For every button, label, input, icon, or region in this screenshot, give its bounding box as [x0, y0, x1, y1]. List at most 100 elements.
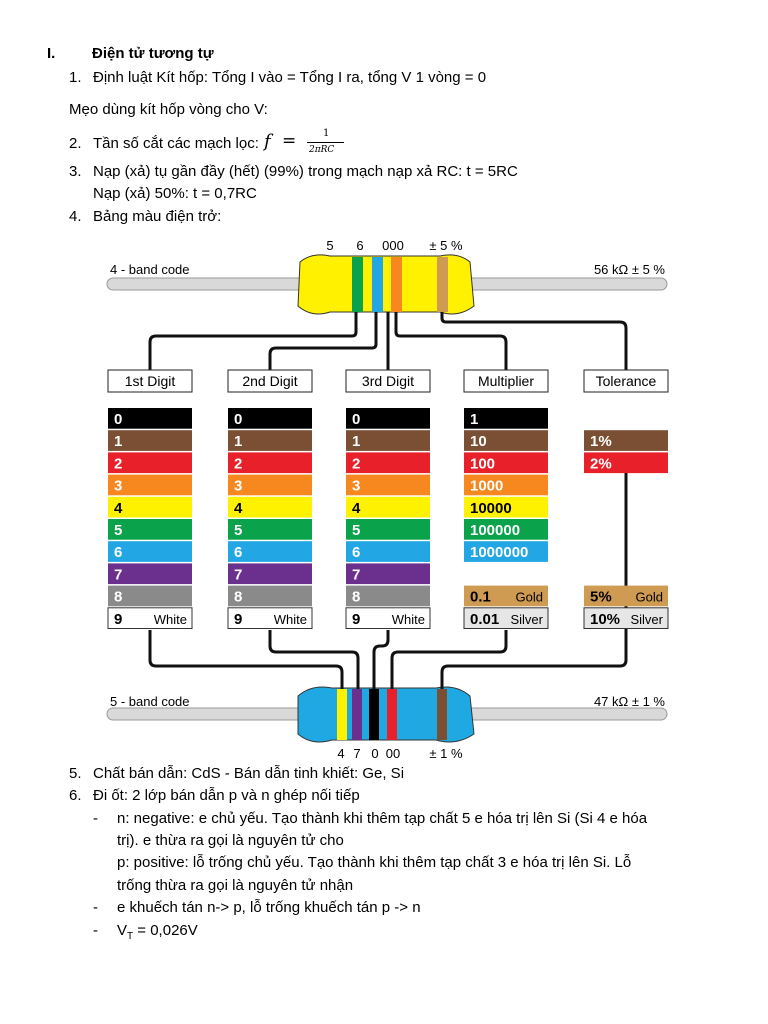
- tolerance-gold-label: 5%: [590, 589, 612, 606]
- digit-4-label: 4: [234, 500, 243, 517]
- formula-eq: =: [282, 131, 297, 151]
- bottom-band-2: [352, 689, 362, 740]
- item-text: Chất bán dẫn: CdS - Bán dẫn tinh khiết: …: [93, 765, 405, 782]
- bottom-band-4: [387, 689, 397, 740]
- tolerance-silver-name: Silver: [630, 612, 663, 627]
- digit-9-cell: [107, 607, 193, 629]
- item-text: Bảng màu điện trở:: [93, 208, 222, 225]
- item-text: Tần số cắt các mạch lọc:: [93, 135, 259, 152]
- digit-1-label: 1: [234, 433, 242, 450]
- multiplier-1-label: 1: [470, 411, 478, 428]
- digit-2-label: 2: [352, 455, 360, 472]
- top-band-3: [391, 257, 402, 312]
- tolerance-2-cell: [584, 452, 668, 474]
- connector-line-9: [390, 630, 508, 689]
- multiplier-gold-cell: [464, 585, 548, 607]
- digit-0-cell: [108, 408, 192, 429]
- bullet-text: trị). e thừa ra gọi là nguyên tử cho: [117, 832, 344, 849]
- digit-7-label: 7: [352, 566, 360, 583]
- tolerance-2-label: 2%: [590, 455, 612, 472]
- bottom-band-1: [337, 689, 347, 740]
- tolerance-1-cell: [584, 430, 668, 451]
- digit-0-label: 0: [114, 411, 122, 428]
- digit-1-label: 1: [114, 433, 122, 450]
- top-band-mark: 000: [382, 238, 404, 253]
- digit-0-label: 0: [352, 411, 360, 428]
- top-band-mark: 6: [356, 238, 363, 253]
- connector-line-6: [148, 630, 344, 689]
- digit-4-label: 4: [352, 500, 361, 517]
- top-resistance-value: 56 kΩ ± 5 %: [594, 262, 665, 277]
- section-title: Điện tử tương tự: [92, 45, 214, 62]
- bullet-dash: -: [93, 810, 98, 827]
- multiplier-1000000-cell: [464, 541, 548, 562]
- item-text: Định luật Kít hốp: Tổng I vào = Tổng I r…: [93, 69, 487, 86]
- digit-5-label: 5: [352, 522, 360, 539]
- digit-0-label: 0: [234, 411, 242, 428]
- multiplier-1000000-label: 1000000: [470, 544, 528, 561]
- digit-1-cell: [346, 430, 430, 451]
- digit-9-name: White: [274, 612, 307, 627]
- digit-9-label: 9: [114, 611, 122, 628]
- digit-1-cell: [108, 430, 192, 451]
- item-text: Đi ốt: 2 lớp bán dẫn p và n ghép nối tiế…: [93, 787, 360, 804]
- digit-6-label: 6: [234, 544, 242, 561]
- bullet-text-vt: VT = 0,026V: [117, 922, 198, 942]
- bullet-text: trống thừa ra gọi là nguyên tử nhận: [117, 877, 354, 894]
- digit-4-cell: [228, 496, 312, 518]
- bullet-dash: -: [93, 922, 98, 939]
- item-number: 5.: [69, 765, 82, 782]
- digit-5-cell: [228, 519, 312, 540]
- top-band-mark: ± 5 %: [429, 238, 463, 253]
- top-resistor-body: [297, 254, 475, 315]
- digit-4-cell: [108, 496, 192, 518]
- multiplier-gold-name: Gold: [516, 590, 543, 605]
- digit-5-cell: [108, 519, 192, 540]
- digit-6-label: 6: [352, 544, 360, 561]
- digit-2-label: 2: [114, 455, 122, 472]
- multiplier-10-cell: [464, 430, 548, 451]
- section-number: I.: [47, 45, 56, 62]
- bullet-text: p: positive: lỗ trống chủ yếu. Tạo thành…: [117, 854, 632, 871]
- top-band-code-label: 4 - band code: [110, 262, 190, 277]
- digit-1-label: 1: [352, 433, 360, 450]
- multiplier-10000-cell: [464, 496, 548, 518]
- digit-3-cell: [346, 474, 430, 496]
- multiplier-silver-label: 0.01: [470, 611, 499, 628]
- digit-1-cell: [228, 430, 312, 451]
- digit-2-label: 2: [234, 455, 242, 472]
- multiplier-10-label: 10: [470, 433, 487, 450]
- digit-6-cell: [228, 541, 312, 562]
- digit-0-cell: [346, 408, 430, 429]
- formula-denominator: 2πRC: [309, 145, 335, 155]
- bottom-band-5: [437, 689, 447, 740]
- bottom-band-mark: 0: [371, 746, 378, 761]
- column-header-box: [227, 369, 313, 393]
- fraction-bar: [307, 142, 344, 143]
- bottom-resistance-value: 47 kΩ ± 1 %: [594, 694, 665, 709]
- tolerance-gold-name: Gold: [636, 590, 663, 605]
- column-header-box: [583, 369, 669, 393]
- item-text: Nạp (xả) tụ gần đầy (hết) (99%) trong mạ…: [93, 163, 518, 180]
- connector-line-8: [372, 630, 390, 689]
- column-header-multiplier: Multiplier: [478, 373, 534, 389]
- bottom-band-mark: ± 1 %: [429, 746, 463, 761]
- connector-line-10: [440, 462, 628, 689]
- digit-5-label: 5: [234, 522, 242, 539]
- digit-9-cell: [345, 607, 431, 629]
- digit-8-label: 8: [114, 589, 122, 606]
- tolerance-silver-cell: [583, 607, 669, 629]
- item-number: 2.: [69, 135, 82, 152]
- bullet-dash: -: [93, 899, 98, 916]
- digit-9-label: 9: [352, 611, 360, 628]
- bottom-resistor-body: [297, 686, 475, 743]
- multiplier-silver-cell: [463, 607, 549, 629]
- digit-6-label: 6: [114, 544, 122, 561]
- column-header-3rd-digit: 3rd Digit: [362, 373, 414, 389]
- bottom-band-mark: 00: [386, 746, 400, 761]
- tolerance-1-label: 1%: [590, 433, 612, 450]
- connector-line-7: [268, 630, 360, 689]
- tolerance-gold-cell: [584, 585, 668, 607]
- digit-3-label: 3: [352, 478, 360, 495]
